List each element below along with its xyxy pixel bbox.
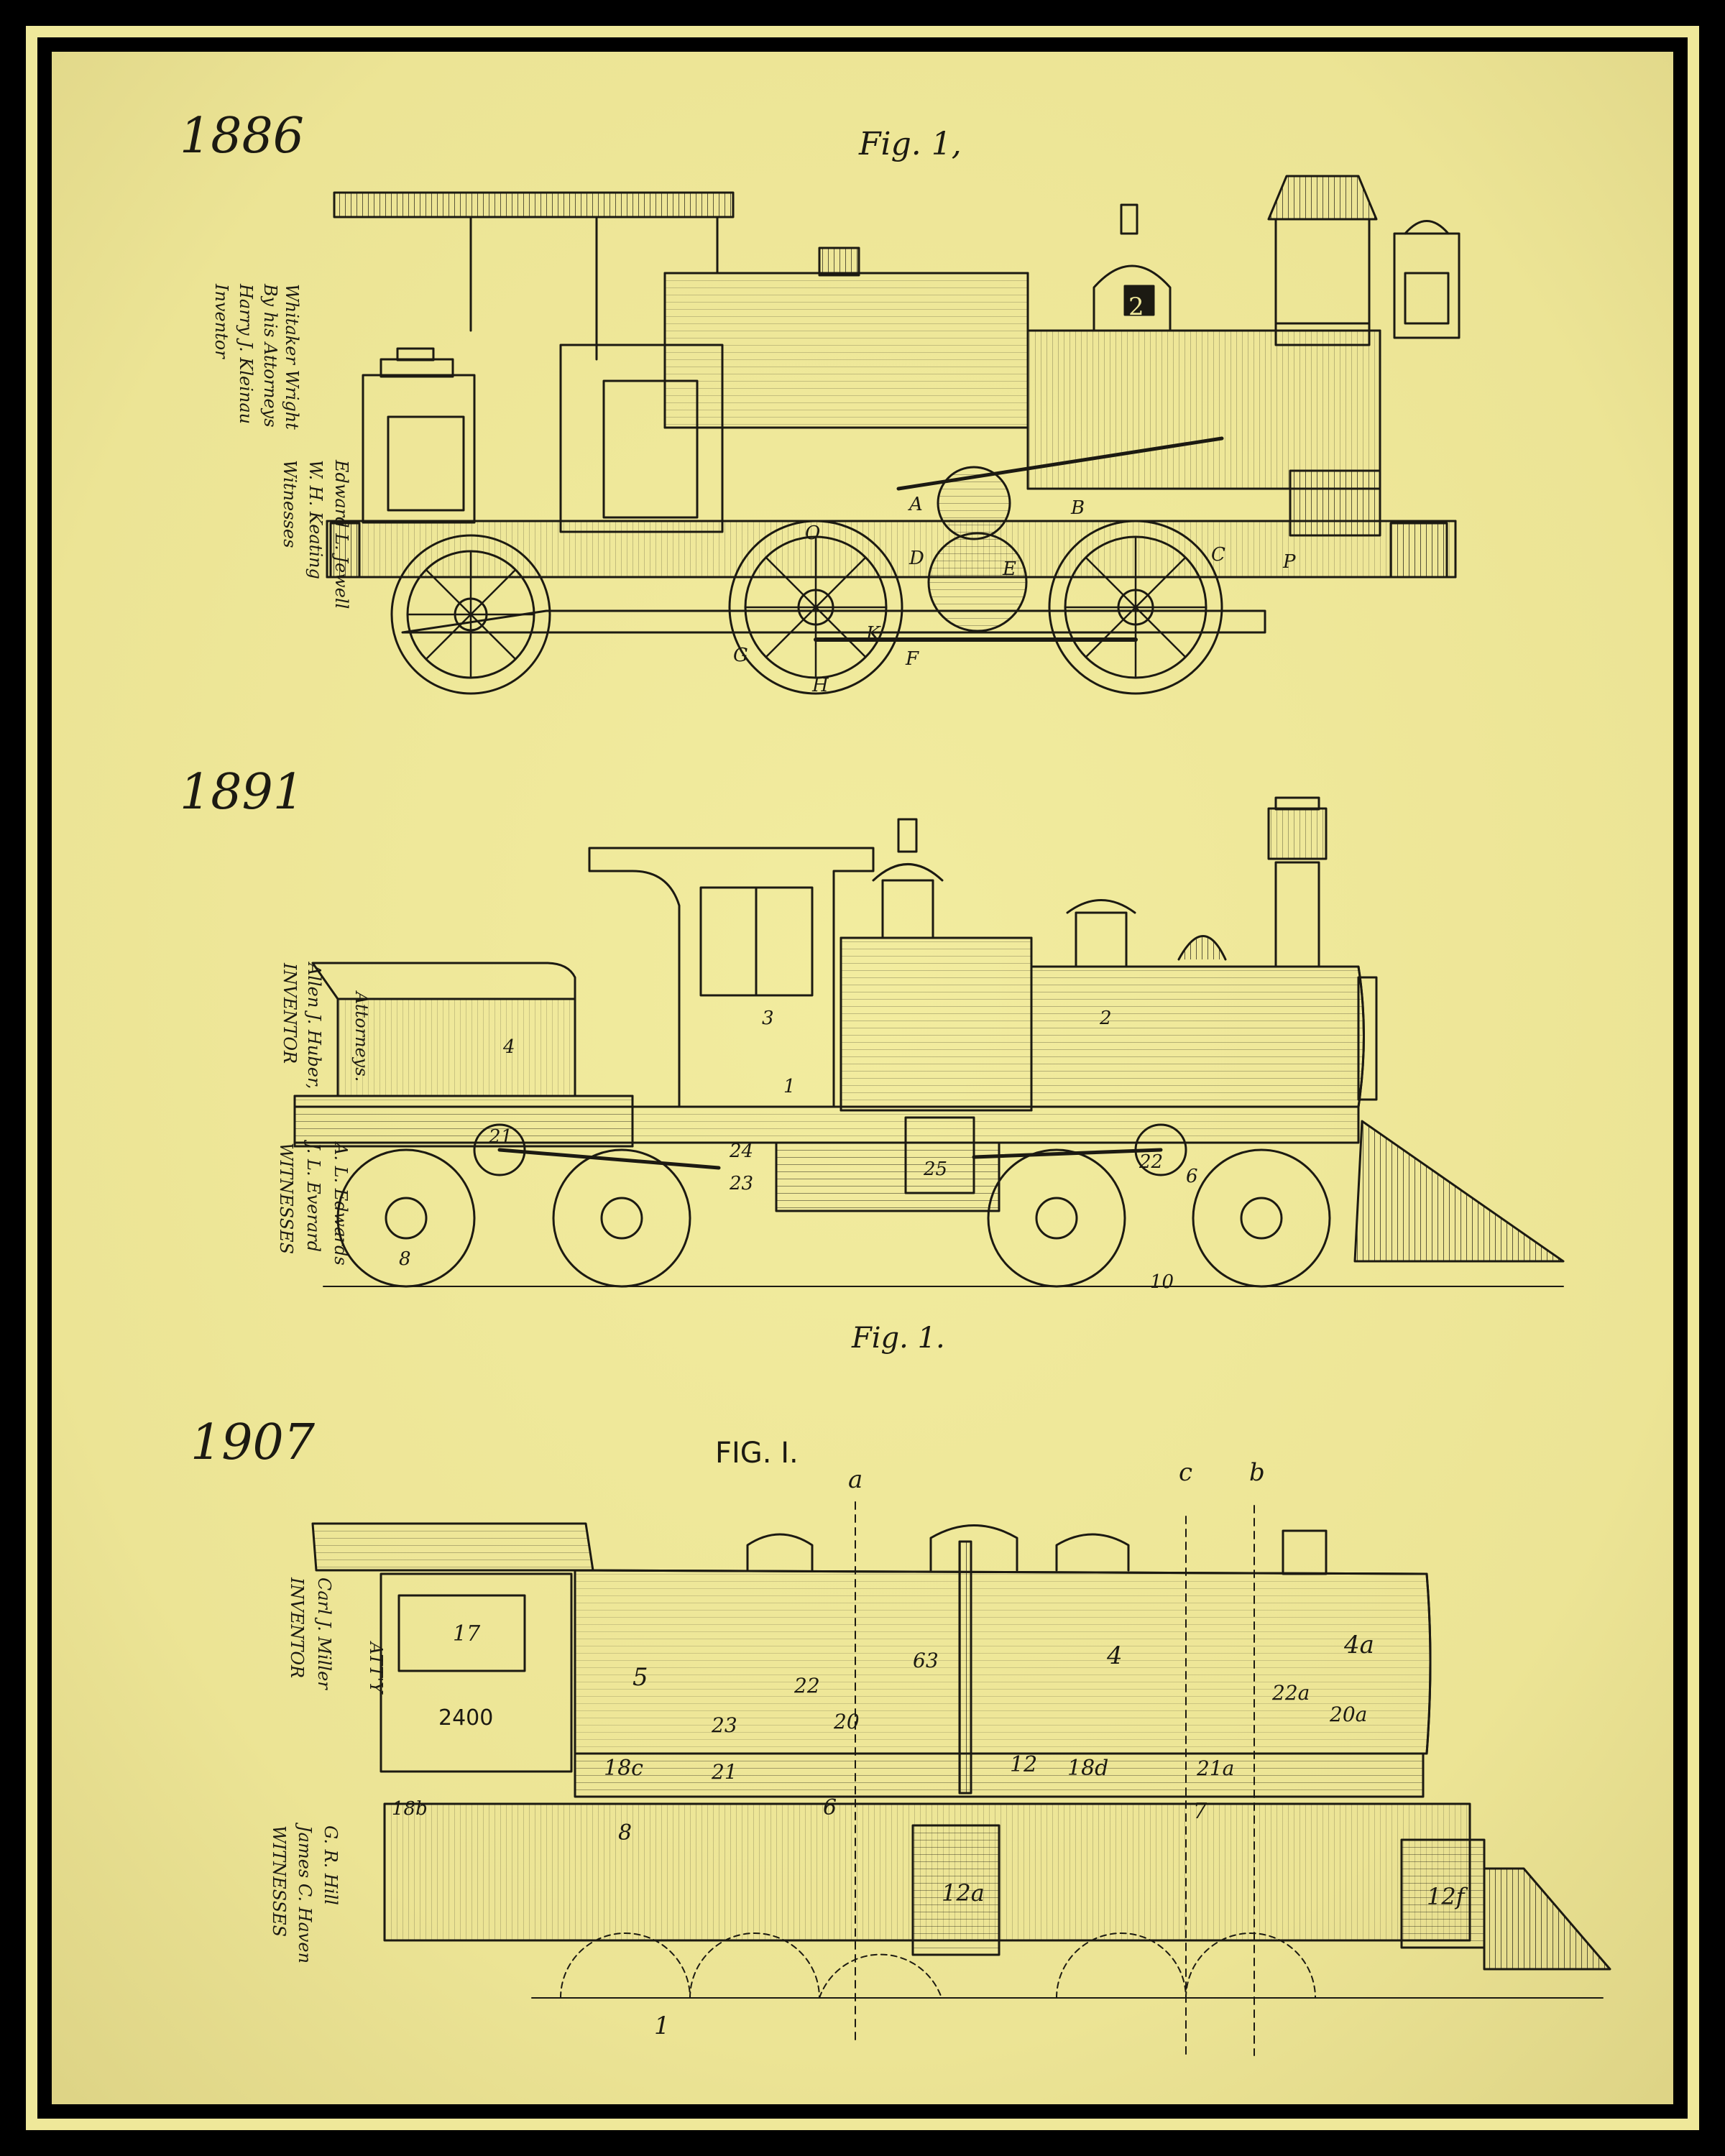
callout-1907-4: 4 [1106,1641,1123,1670]
p2-side-line-4: J. L. Everard [303,1139,323,1252]
callout-1886-H: H [811,675,829,696]
callout-1886-G: G [733,645,748,666]
callout-1891-4: 4 [502,1036,515,1058]
locomotive-1886 [326,175,1460,695]
fig-label-1891: Fig. 1. [851,1322,945,1355]
callout-1907-12: 12 [1010,1752,1037,1777]
callout-1886-O: O [805,522,820,544]
locomotive-1891 [293,796,1565,1288]
callout-1907-c: c [1179,1458,1192,1487]
p2-side-line-0: INVENTOR [280,962,300,1064]
p3-side-line-5: G. R. Hill [321,1825,341,1905]
callout-1907-4a: 4a [1343,1631,1374,1659]
p1-side-line-4: Witnesses [280,460,300,548]
p2-side-line-1: Allen J. Huber, [304,962,324,1089]
callout-1907-18b: 18b [392,1798,428,1820]
callout-1907-a: a [848,1465,862,1494]
p1-side-line-0: Inventor [211,283,231,359]
p1-side-line-3: Whitaker Wright [282,284,302,430]
callout-1907-63: 63 [913,1649,939,1672]
callout-1907-23: 23 [711,1713,737,1737]
callout-1907-17: 17 [453,1621,481,1646]
callout-1886-2: 2 [1128,292,1144,321]
callout-1907-20: 20 [833,1710,860,1733]
year-label-1907: 1907 [190,1414,316,1471]
callout-1907-8: 8 [618,1820,632,1846]
locomotive-1907 [311,1501,1611,2056]
p3-side-line-3: WITNESSES [269,1825,289,1937]
fig-label-1886: Fig. 1, [858,126,962,162]
callout-1907-7: 7 [1193,1799,1208,1824]
callout-1891-24: 24 [729,1141,753,1162]
callout-1891-6: 6 [1186,1166,1198,1187]
callout-1907-22a: 22a [1271,1681,1310,1705]
p3-side-line-0: INVENTOR [287,1577,307,1678]
callout-1907-18c: 18c [604,1756,643,1781]
callout-1886-D: D [908,548,924,569]
p3-side-line-4: James C. Haven [295,1822,315,1963]
callout-1907-21a: 21a [1196,1756,1234,1780]
callout-1886-K: K [865,623,881,645]
callout-1891-2: 2 [1099,1008,1112,1029]
callout-1891-8: 8 [399,1248,411,1270]
callout-1891-1: 1 [783,1076,796,1097]
callout-1907-20a: 20a [1329,1703,1367,1726]
callout-1907-12f: 12f [1427,1883,1468,1910]
callout-1886-A: A [908,494,923,515]
callout-1907-b: b [1249,1458,1265,1487]
p2-side-line-5: A. L. Edwards [331,1141,351,1266]
p3-side-line-1: Carl J. Miller [314,1577,334,1690]
callout-1891-3: 3 [762,1008,774,1029]
p1-side-line-2: By his Attorneys [260,283,280,428]
p1-side-line-5: W. H. Keating [305,460,326,579]
callout-1886-B: B [1070,497,1085,519]
callout-1886-P: P [1282,551,1296,573]
callout-1907-2400: 2400 [438,1705,493,1731]
callout-1907-22: 22 [794,1674,820,1697]
p2-side-line-3: WITNESSES [276,1143,296,1254]
callout-1891-22: 22 [1138,1151,1163,1173]
p3-side-line-2: ATT'Y [366,1641,386,1695]
fig-label-1907: FIG. I. [715,1437,799,1470]
callout-1891-10: 10 [1150,1271,1174,1293]
year-label-1886: 1886 [180,108,304,165]
callout-1891-23: 23 [729,1173,753,1194]
p1-side-line-1: Harry J. Kleinau [236,283,256,424]
callout-1886-E: E [1002,558,1016,580]
p1-side-line-6: Edward L. Jewell [331,459,351,609]
callout-1886-C: C [1211,544,1225,566]
callout-1907-12a: 12a [942,1879,985,1907]
wheel-spokes-1886 [406,535,1208,679]
callout-1907-6: 6 [823,1795,837,1820]
callout-1886-F: F [905,648,919,670]
callout-1907-1: 1 [654,2012,670,2040]
p2-side-line-2: Attorneys. [351,990,372,1082]
callout-1891-21: 21 [488,1126,512,1148]
callout-1907-21: 21 [711,1760,737,1784]
callout-1907-5: 5 [632,1663,648,1692]
callout-1891-25: 25 [923,1158,947,1180]
year-label-1891: 1891 [180,764,304,821]
callout-1907-18d: 18d [1067,1756,1108,1781]
